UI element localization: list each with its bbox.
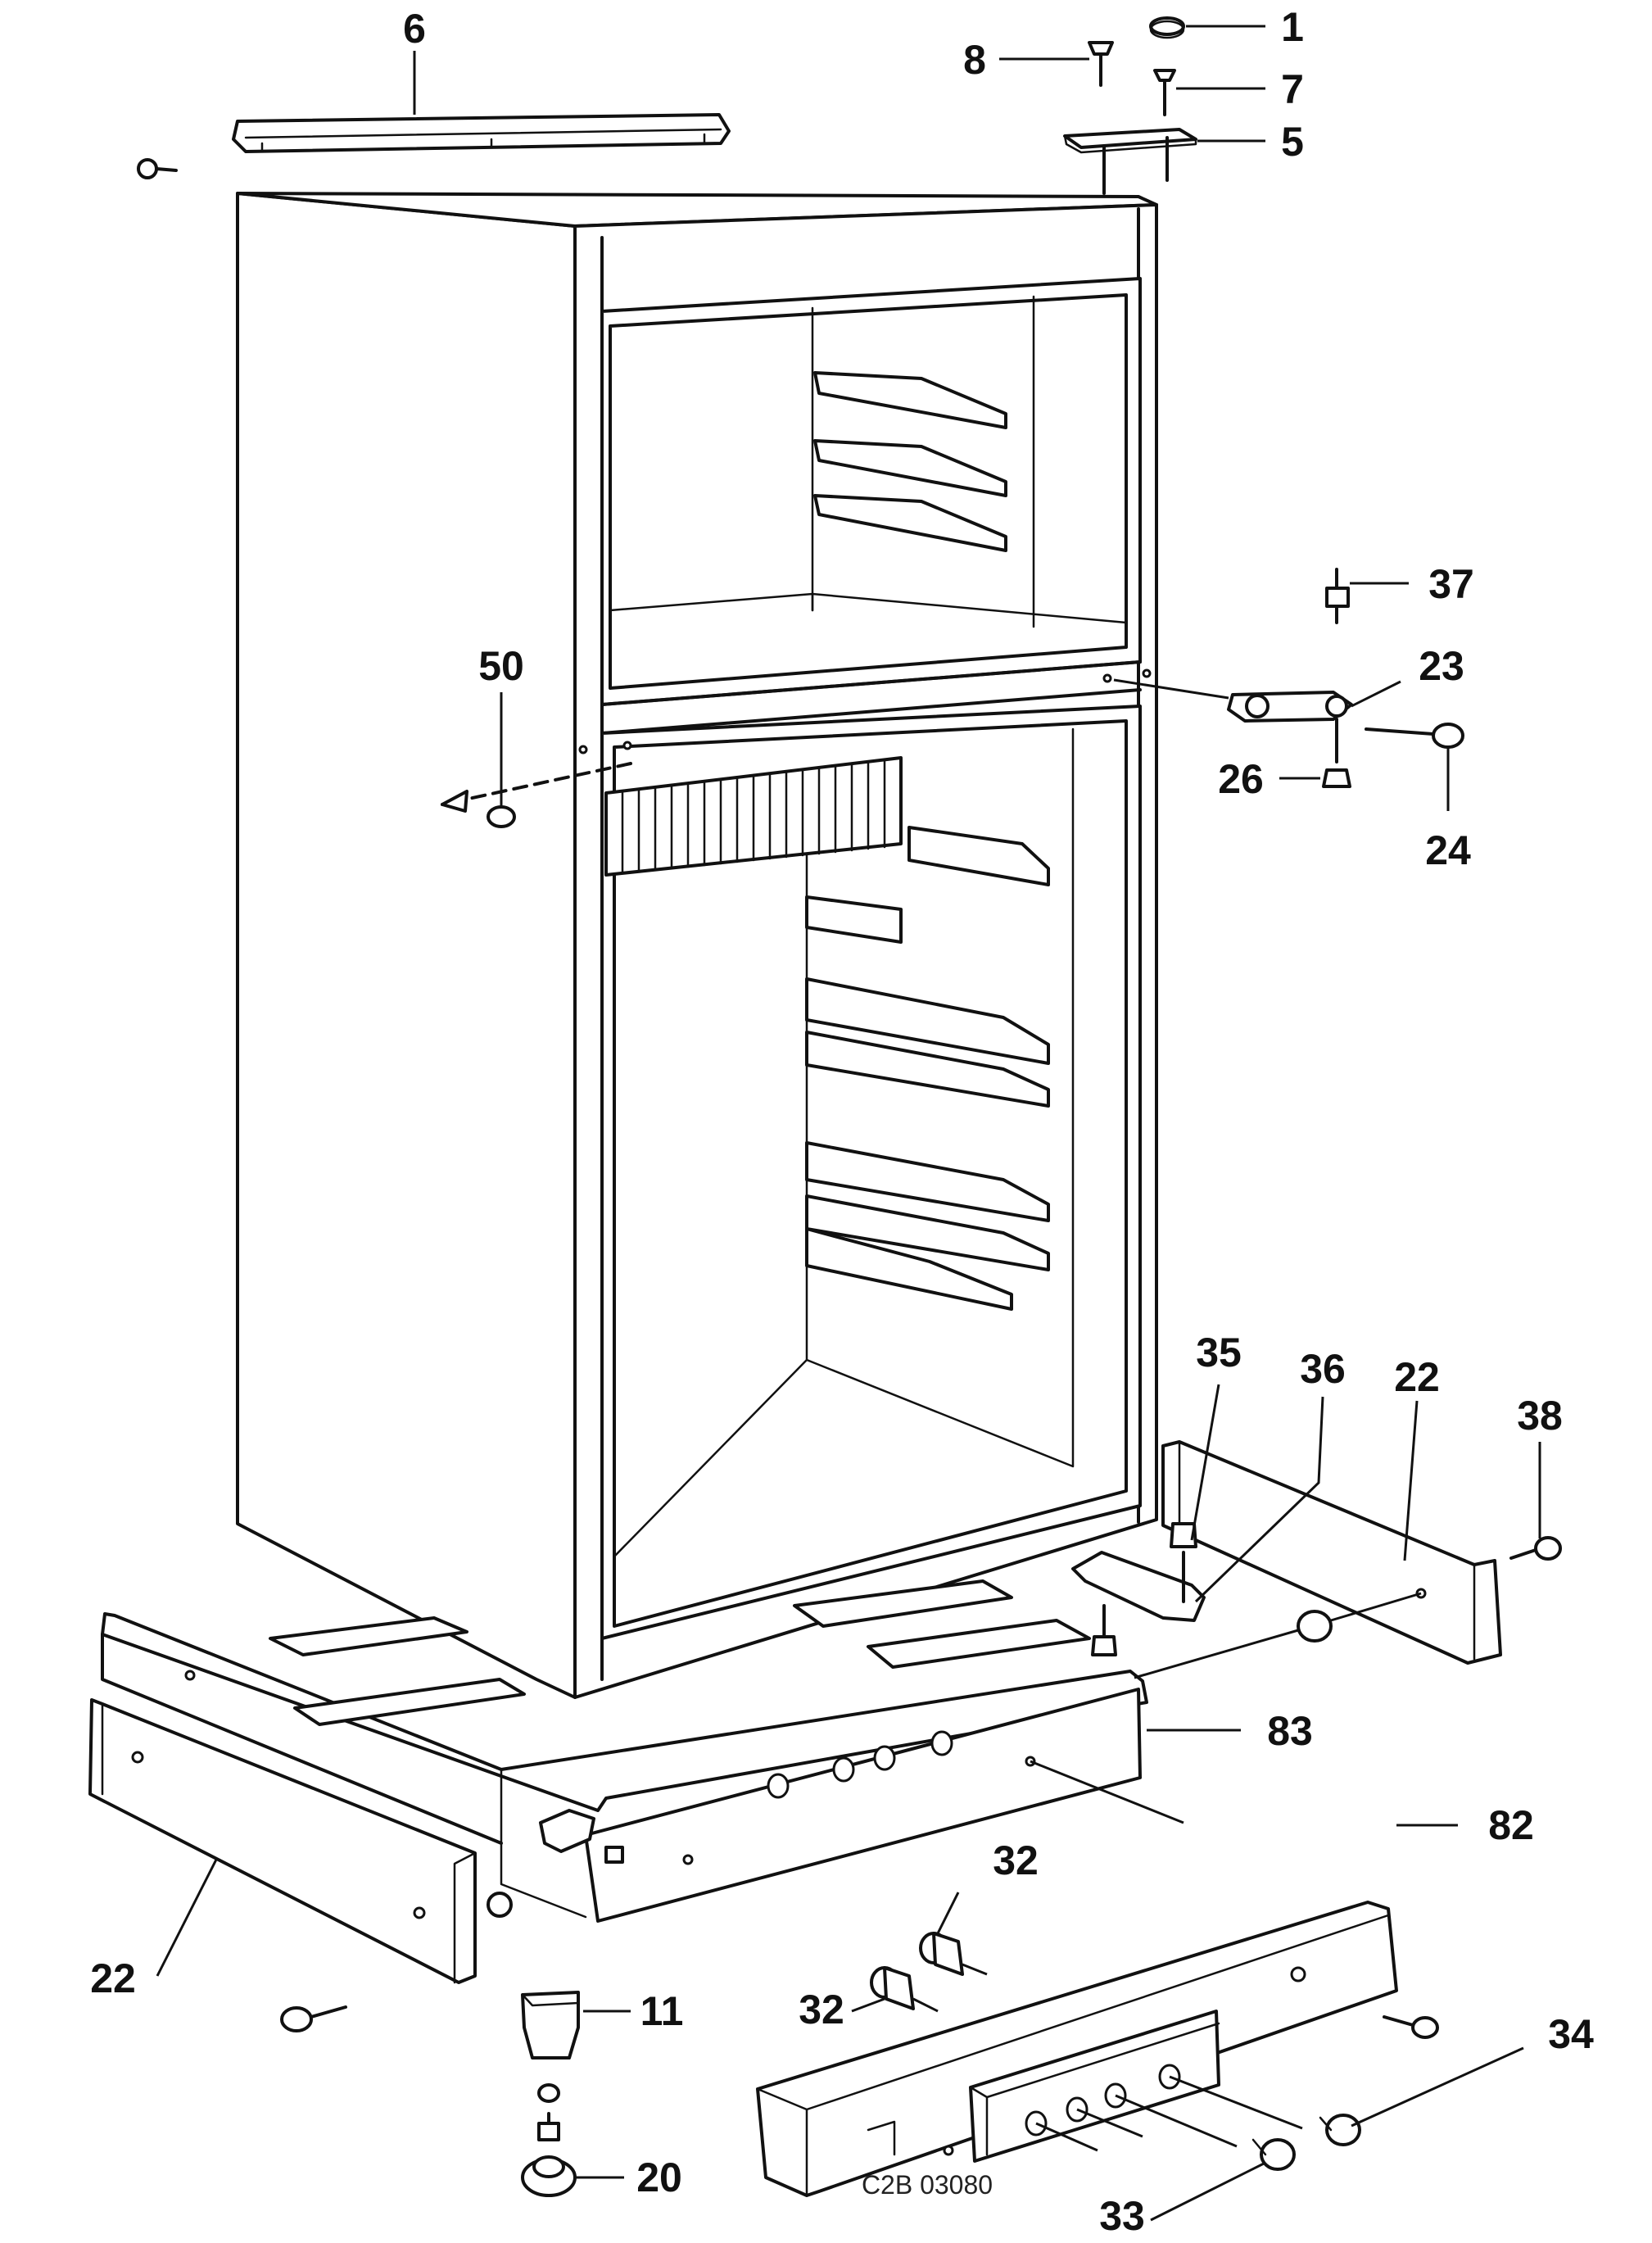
label-83: 83	[1267, 1708, 1313, 1754]
label-7: 7	[1281, 66, 1304, 112]
label-24: 24	[1425, 827, 1471, 873]
panel-screw	[1383, 2015, 1439, 2039]
screw-24	[1365, 723, 1464, 749]
label-50: 50	[478, 643, 524, 689]
label-1: 1	[1281, 4, 1304, 50]
label-32-left: 32	[799, 1987, 844, 2032]
label-37: 37	[1428, 561, 1474, 607]
pin-7	[1153, 69, 1176, 116]
hinge-plate-5	[1063, 128, 1197, 195]
label-11: 11	[640, 1988, 684, 2034]
label-38: 38	[1517, 1393, 1563, 1439]
knob-32-left	[870, 1966, 939, 2013]
label-26: 26	[1218, 756, 1264, 802]
spacer-bushing	[1297, 1610, 1333, 1643]
label-5: 5	[1281, 119, 1304, 165]
corner-bracket	[539, 1809, 595, 1853]
foot-pad-20	[521, 2155, 577, 2197]
hinge-23-assembly	[1113, 568, 1353, 788]
label-32-right: 32	[993, 1837, 1039, 1883]
knob-32-right	[919, 1932, 988, 1976]
screw-50-arrow	[441, 762, 632, 828]
label-20: 20	[636, 2155, 682, 2200]
left-rail-22	[88, 1698, 477, 1984]
screw-8	[1088, 41, 1114, 87]
front-panel-82	[756, 1901, 1398, 2197]
label-6: 6	[403, 6, 426, 52]
cabinet-body	[236, 192, 1158, 1699]
label-34: 34	[1548, 2011, 1594, 2057]
drawing-code: C2B 03080	[862, 2170, 993, 2200]
nut-left	[487, 1892, 513, 1918]
label-36: 36	[1300, 1346, 1346, 1392]
label-22-left: 22	[90, 1955, 136, 2001]
knob-33	[1251, 2138, 1296, 2171]
top-left-screw	[137, 158, 178, 179]
washer-1	[1149, 16, 1185, 39]
knob-34	[1319, 2114, 1361, 2146]
part-labels: 6 8 1 7 5 37 23 26 24 50 35 36 22 38 83 …	[90, 4, 1594, 2239]
right-rail-22	[1161, 1440, 1502, 1665]
bracket-36	[1071, 1522, 1206, 1656]
screw-38	[1509, 1536, 1562, 1561]
label-35: 35	[1196, 1330, 1242, 1375]
foot-11	[521, 1991, 580, 2141]
label-23: 23	[1419, 643, 1464, 689]
label-22-right: 22	[1394, 1354, 1440, 1400]
evaporator-fins	[604, 756, 903, 877]
top-trim-strip	[232, 113, 731, 153]
base-frame-83	[101, 1579, 1184, 1923]
label-8: 8	[963, 37, 986, 83]
label-33: 33	[1099, 2193, 1145, 2239]
bolt-left	[280, 2005, 347, 2032]
leader-lines	[156, 25, 1541, 2222]
label-82: 82	[1488, 1802, 1534, 1848]
